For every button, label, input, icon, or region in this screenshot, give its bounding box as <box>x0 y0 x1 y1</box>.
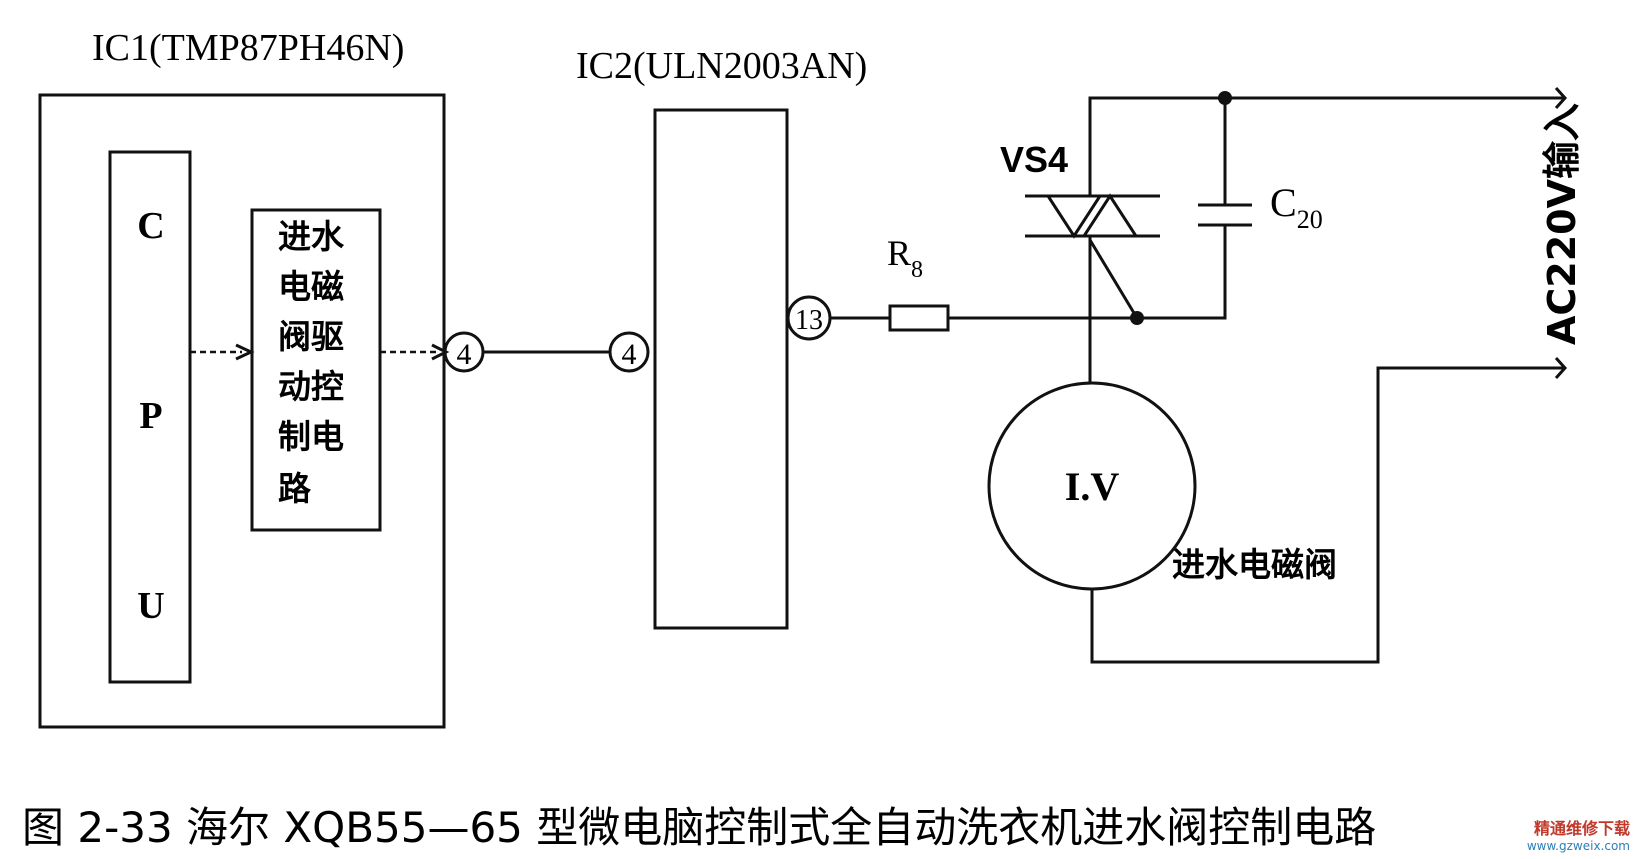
capacitor-label: C20 <box>1270 180 1323 234</box>
driver-control-box <box>250 208 382 532</box>
watermark: 精通维修下载 www.gzweix.com <box>1527 815 1630 853</box>
ac-terminal-top <box>1554 86 1568 110</box>
resistor-label: R8 <box>887 233 923 283</box>
figure-caption: 图 2-33 海尔 XQB55—65 型微电脑控制式全自动洗衣机进水阀控制电路 <box>22 803 1376 852</box>
ic1-box <box>38 93 446 729</box>
driver-line-1: 进水 <box>278 217 345 256</box>
ic2-box <box>653 108 789 630</box>
driver-line-4: 动控 <box>278 367 344 406</box>
capacitor-letter: C <box>1270 180 1297 225</box>
triac-label: VS4 <box>1000 139 1068 180</box>
watermark-line-2: www.gzweix.com <box>1526 839 1630 853</box>
top-rail <box>1088 96 1565 195</box>
valve-coil-label: I.V <box>1065 464 1120 509</box>
capacitor-subscript: 20 <box>1297 205 1323 234</box>
driver-line-5: 制电 <box>278 417 344 456</box>
cpu-letter-c: C <box>137 205 164 247</box>
triac-gate-lead <box>1088 239 1139 319</box>
ic1-pin-4-label: 4 <box>457 338 472 371</box>
triac-diode-up <box>1081 193 1139 238</box>
wire-gate-capacitor <box>948 225 1227 320</box>
ac-terminal-bottom <box>1554 356 1568 380</box>
resistor-r8 <box>888 304 950 332</box>
driver-line-3: 阀驱 <box>278 317 344 356</box>
cpu-letter-p: P <box>139 395 162 437</box>
cpu-letter-u: U <box>137 585 164 627</box>
triac-diode-down <box>1045 194 1103 239</box>
cpu-box <box>108 150 192 684</box>
resistor-letter: R <box>887 233 911 273</box>
driver-line-2: 电磁 <box>278 267 344 306</box>
ac-input-label: AC220V输入 <box>1540 103 1584 345</box>
valve-name: 进水电磁阀 <box>1172 545 1337 584</box>
ic2-title: IC2(ULN2003AN) <box>576 45 867 87</box>
ic2-pin-4 <box>608 331 650 373</box>
bottom-rail <box>1090 366 1565 664</box>
driver-control-label: 进水 电磁 阀驱 动控 制电 路 <box>278 217 345 508</box>
ic1-title: IC1(TMP87PH46N) <box>92 27 404 69</box>
ic2-pin-13-label: 13 <box>795 305 823 336</box>
watermark-line-1: 精通维修下载 <box>1533 819 1630 838</box>
cpu-to-driver-arrowhead <box>235 343 255 361</box>
resistor-subscript: 8 <box>911 257 923 283</box>
driver-line-6: 路 <box>278 469 312 508</box>
triac-vs4 <box>1025 193 1160 239</box>
ic2-pin-4-label: 4 <box>622 338 637 371</box>
